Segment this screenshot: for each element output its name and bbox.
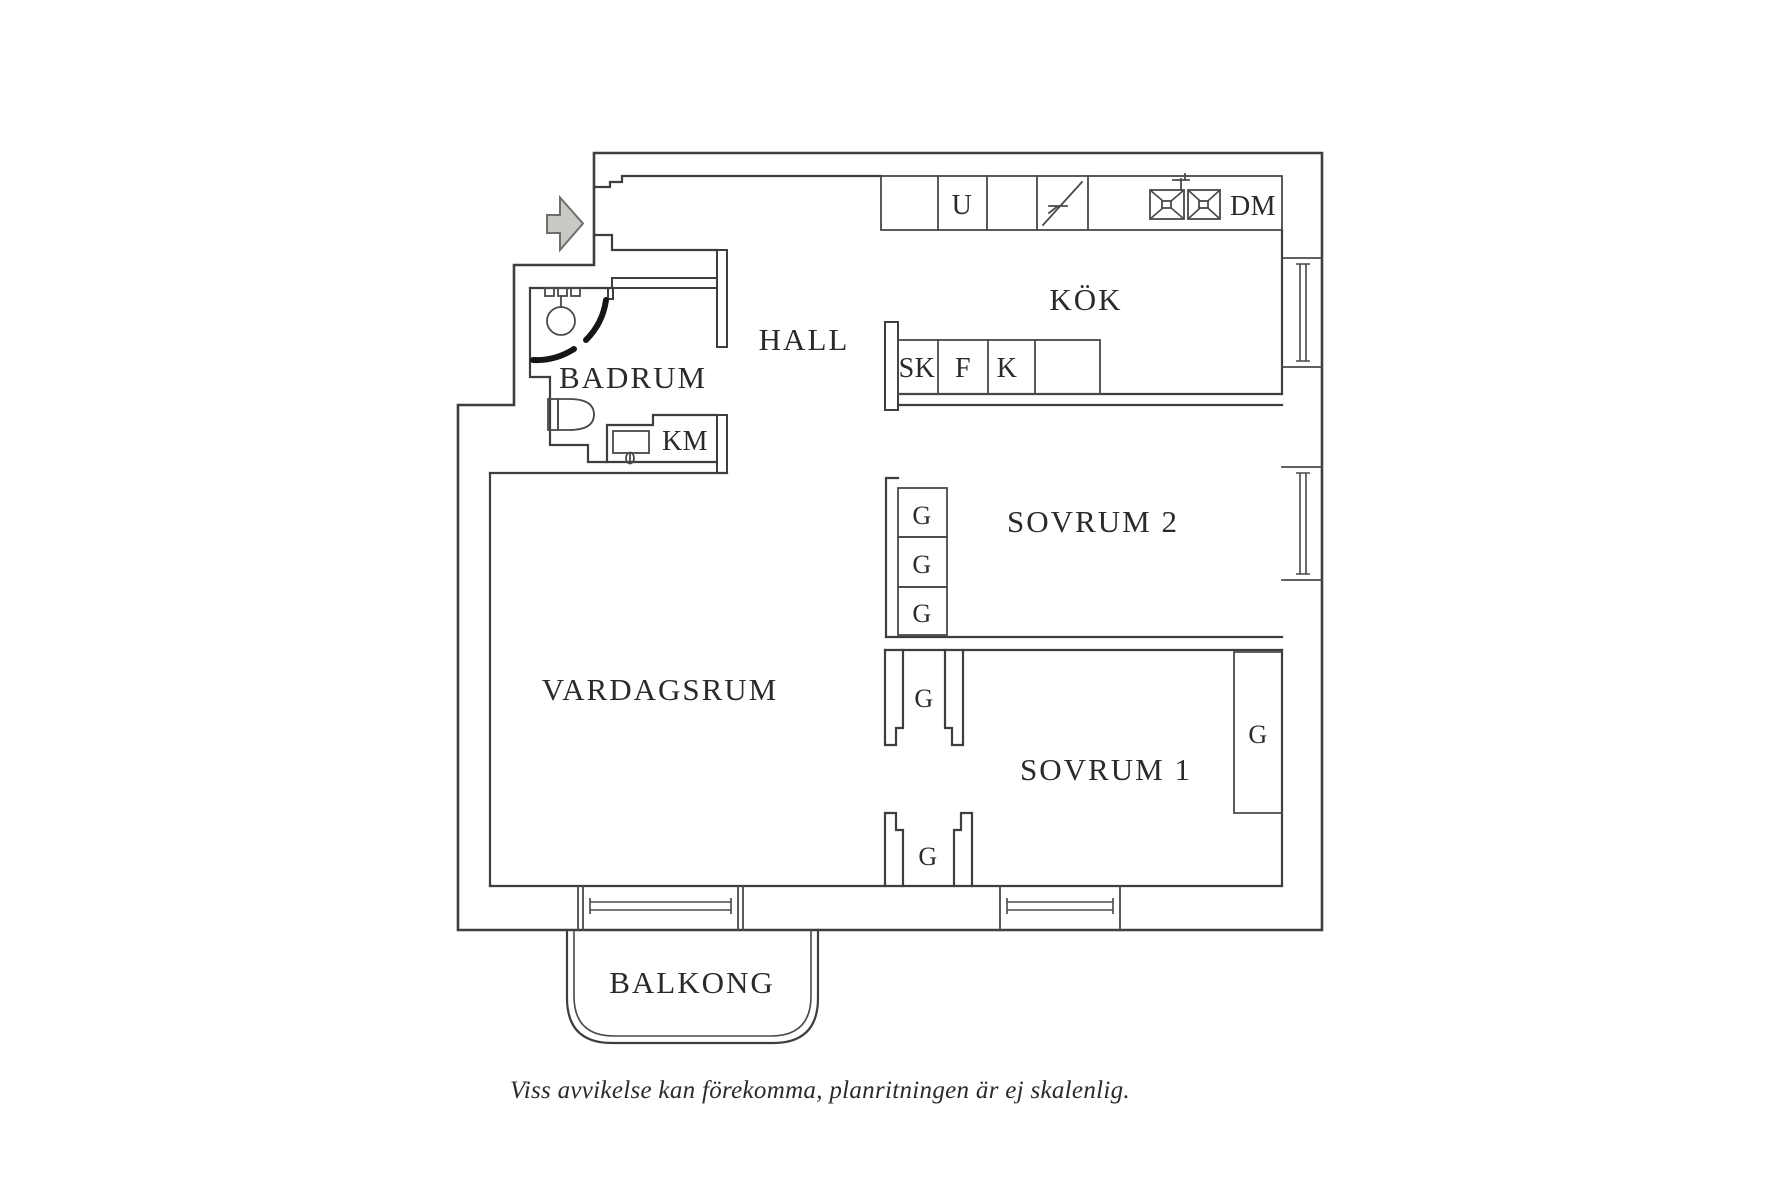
badrum-left-bottom-wall (528, 286, 719, 464)
outer-boundary (456, 151, 1324, 932)
kitchen-lower-counter-dividers (937, 339, 1036, 395)
diskmaskin-label: DM (1230, 191, 1276, 222)
hall-label: HALL (759, 322, 850, 357)
window-icon (1281, 257, 1323, 368)
toilet-icon (547, 398, 595, 431)
kok-label: KÖK (1049, 282, 1122, 317)
bathroom-fixtures (530, 287, 650, 465)
corridor-wall-lower (716, 414, 728, 474)
wardrobe-g2-label: G (912, 550, 931, 579)
closet-wall-lower-left (883, 811, 905, 888)
closet-wall-upper-left (883, 648, 905, 747)
ugn-label: U (952, 190, 973, 221)
km-niche-wall (605, 413, 719, 464)
badrum-door-jamb (607, 287, 614, 300)
wardrobe-g6-label: G (1248, 720, 1267, 749)
wardrobes (897, 487, 1283, 814)
disclaimer-text: Viss avvikelse kan förekomma, planritnin… (510, 1077, 1130, 1104)
balkong-label: BALKONG (609, 965, 775, 1000)
shower-curtain-icon (530, 297, 609, 364)
kok-door-pillar (884, 321, 899, 411)
outer-walls (456, 151, 1324, 932)
k-label: K (997, 353, 1018, 384)
kitchen-fixtures (880, 173, 1283, 395)
shower-head-icon (544, 287, 581, 336)
faucet-icon (1172, 173, 1190, 191)
wardrobe-g4-label: G (914, 684, 933, 713)
vardagsrum-label: VARDAGSRUM (542, 672, 779, 707)
badrum-label: BADRUM (559, 360, 707, 395)
inner-walls (488, 174, 1284, 888)
sovrum2-label: SOVRUM 2 (1007, 504, 1179, 539)
labels-layer: HALL KÖK BADRUM VARDAGSRUM SOVRUM 2 SOVRUM 1 B… (510, 190, 1276, 1104)
badrum-hall-wall (611, 277, 718, 289)
balcony-door-window-icon (577, 885, 744, 931)
sovrum2-left-wall (884, 476, 900, 639)
balcony-outline (565, 928, 820, 1045)
closet-wall-lower-right (952, 811, 974, 888)
windows (577, 257, 1323, 931)
double-sink-icon (1149, 173, 1221, 220)
sovrum1-label: SOVRUM 1 (1020, 752, 1192, 787)
kitchen-counter-dividers (937, 175, 1089, 231)
window-icon (999, 885, 1121, 931)
kitchen-lower-counter (897, 339, 1101, 395)
wardrobe-box (1233, 651, 1283, 814)
wardrobe-box (897, 586, 948, 636)
entrance-arrow-icon (546, 194, 585, 253)
window-icon (1281, 466, 1323, 581)
km-label: KM (662, 426, 708, 457)
wardrobe-g1-label: G (912, 501, 931, 530)
vestibule-wall (592, 233, 719, 252)
hall-top-inner-wall (592, 174, 883, 189)
f-label: F (955, 353, 971, 384)
sk-label: SK (899, 353, 936, 384)
kitchen-counter (880, 175, 1283, 231)
washing-machine-icon (612, 430, 650, 465)
wardrobe-g5-label: G (918, 842, 937, 871)
closet-wall-upper-right (943, 648, 965, 747)
stove-icon (1041, 180, 1084, 227)
corridor-wall-upper (716, 249, 728, 348)
wardrobe-g3-label: G (912, 599, 931, 628)
